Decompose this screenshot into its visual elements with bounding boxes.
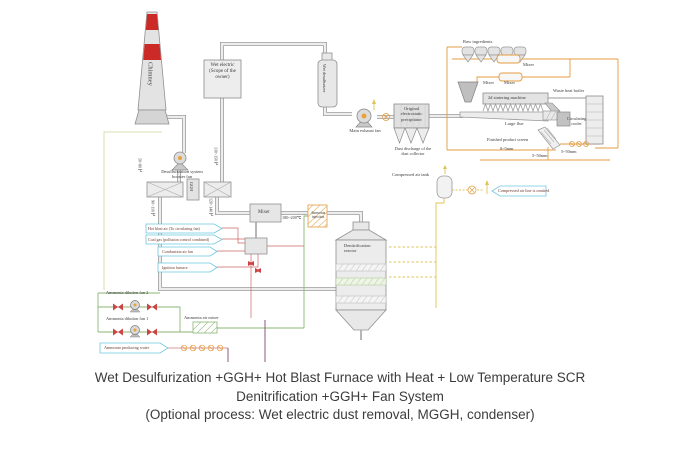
ggh-label: GGH — [189, 182, 195, 192]
combustion-fan-arrow — [157, 246, 218, 257]
raw-ingredients-label: Raw ingredients — [463, 39, 493, 44]
mixer-box-1 — [496, 54, 521, 64]
chimney-red-band-lower — [143, 44, 161, 60]
ammonia-water-arrow — [99, 342, 169, 354]
size-left-label: 0~5mm — [500, 146, 514, 151]
coal-gas-arrow — [145, 234, 223, 245]
combustion-fan-label: Combustion air fan — [162, 248, 193, 254]
mixer-label-c: Mixer — [504, 80, 515, 85]
compressed-air-note-arrow — [491, 185, 547, 197]
furnace-piping — [217, 227, 304, 318]
cooler-valve-icons — [569, 141, 589, 147]
ammonia-dilution-fan-2-icon — [113, 300, 157, 313]
caption-line-2: Denitrification +GGH+ Fan System — [236, 388, 444, 404]
main-exhaust-fan-icon — [355, 99, 376, 128]
chimney-label: Chimney — [146, 62, 154, 86]
ignition-label: Ignition furnace — [162, 264, 188, 270]
wet-electric-label: Wet electric (Scope of the owner) — [209, 63, 236, 80]
ammonia-injection-grid — [307, 204, 328, 228]
chimney-red-band-top — [145, 14, 159, 30]
wet-electric-box — [203, 59, 242, 99]
compressed-air-tank-label: Compressed air tank — [392, 172, 429, 177]
main-exhaust-fan-label: Main exhaust fan — [349, 128, 381, 133]
ammonia-air-mixer-label: Ammonia air mixer — [184, 315, 219, 320]
denitrification-reactor — [334, 221, 388, 340]
hot-blast-air-arrow — [145, 223, 223, 234]
electrostatic-precipitator — [393, 103, 430, 145]
finished-screen-label: Finished product screen — [487, 137, 529, 142]
aig-label: Ammonia injection — [310, 211, 326, 220]
ignition-arrow — [157, 262, 218, 273]
duct-valve-icon — [382, 113, 390, 121]
chimney-stack — [134, 11, 170, 125]
ammonia-fan-1-label: Ammonia dilution fan 1 — [106, 316, 149, 321]
compressed-air-note-label: Compressed air line is omitted — [498, 187, 550, 193]
ammonia-water-line — [167, 320, 266, 362]
mixer-label-b: Mixer — [483, 80, 494, 85]
booster-fan-icon — [171, 151, 189, 171]
waste-heat-boiler-label: Waste heat boiler — [553, 88, 585, 93]
material-lines — [446, 46, 619, 161]
desulfurizer-tower — [317, 52, 338, 108]
finished-product-screen-shape — [537, 126, 561, 150]
booster-fan-label: Desulfurization system booster fan — [161, 169, 203, 180]
mixer-label-a: Mixer — [523, 62, 534, 67]
size-bottom-label: 5~50mm — [532, 153, 548, 158]
temp-label-5: 180~200℃ — [282, 215, 302, 220]
circulating-cooler-group — [542, 110, 571, 127]
size-right-label: 5~50mm — [561, 149, 577, 154]
ammonia-fan-2-label: Ammonia dilution fan 2 — [106, 290, 149, 295]
sintering-machine-label: 2# sintering machine — [488, 95, 526, 100]
temp-label-4: 120~140℃ — [208, 198, 214, 218]
caption-line-3: (Optional process: Wet electric dust rem… — [145, 407, 535, 422]
hot-blast-furnace-box — [244, 237, 268, 255]
large-flue-shape — [459, 111, 549, 122]
waste-heat-boiler-shape — [548, 95, 604, 145]
sintering-machine — [459, 92, 561, 122]
figure-caption: Wet Desulfurization +GGH+ Hot Blast Furn… — [0, 369, 680, 425]
caption-line-1: Wet Desulfurization +GGH+ Hot Blast Furn… — [94, 370, 586, 385]
ggh-box — [186, 178, 200, 201]
ammonia-dilution-fan-1-icon — [113, 325, 157, 338]
circulating-cooler-label: Circulating cooler — [566, 116, 587, 127]
large-flue-label: Large flue — [505, 121, 524, 126]
esp-dust-label: Dust discharge of the dust collector — [394, 146, 432, 157]
scr-mixer-box — [249, 203, 282, 223]
scr-mixer-label: Mixer — [258, 210, 270, 215]
temp-label-2: 90~110℃ — [150, 200, 156, 218]
temp-label-3: 130~150℃ — [213, 147, 219, 167]
compressed-air-system — [389, 165, 489, 308]
esp-label: Original electrostatic precipitator — [400, 106, 423, 122]
ammonia-air-mixer-shape — [192, 321, 218, 334]
input-arrows — [99, 185, 547, 354]
boundary-line — [103, 131, 162, 290]
desulfurizer-label: Wet desulfurizer — [322, 64, 328, 93]
ggh-heat-exchangers — [146, 178, 232, 201]
temp-label-1: 50~80℃ — [137, 158, 143, 174]
flue-gas-ducts — [158, 42, 463, 291]
mixer-box-2 — [498, 72, 523, 82]
feed-hopper — [457, 81, 479, 103]
reactor-label: Denitrification reactor — [344, 243, 371, 254]
hot-blast-air-label: Hot blast air (To circulating fan) — [148, 225, 200, 231]
ammonia-water-label: Ammonia producing water — [104, 344, 150, 350]
coal-gas-label: Coal gas (pollution control combined) — [148, 236, 210, 242]
